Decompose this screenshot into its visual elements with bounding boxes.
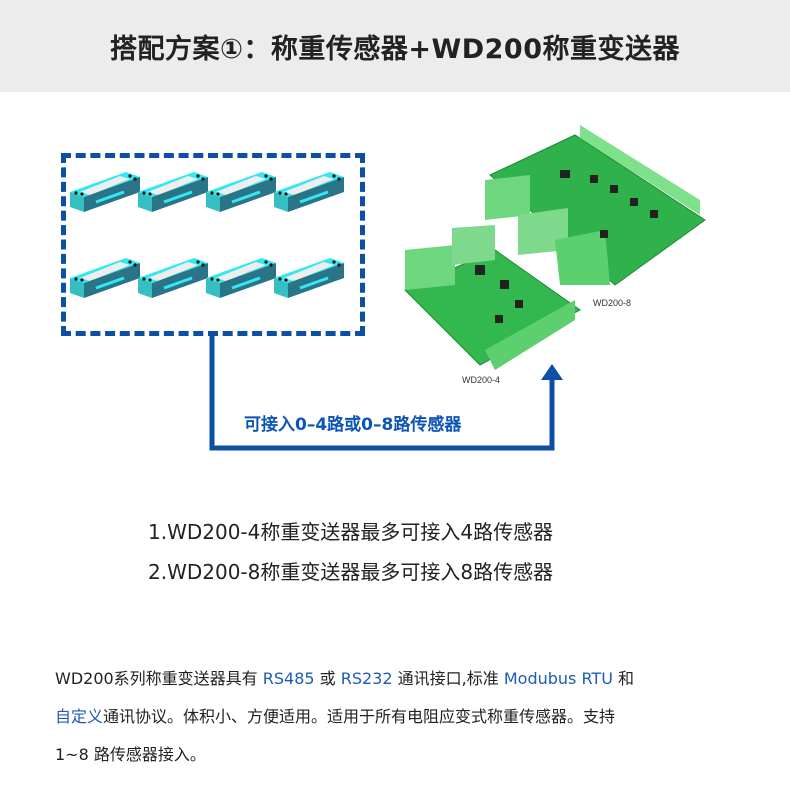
load-cell-icon [70,258,140,298]
header: 搭配方案①：称重传感器+WD200称重变送器 [0,0,790,92]
wd200-8-label: WD200-8 [593,298,632,308]
note-item: 1.WD200-4称重变送器最多可接入4路传感器 [148,520,554,544]
wd200-8-board [485,125,706,286]
wd200-4-label: WD200-4 [462,375,501,385]
desc-text: 通讯接口,标准 [392,669,504,688]
load-cell-icon [206,258,276,298]
load-cell-icon [70,172,140,212]
custom-protocol-highlight: 自定义 [55,707,104,726]
wd200-boards-image [404,125,706,370]
desc-text: 或 [314,669,341,688]
modbus-highlight: Modubus RTU [503,669,613,688]
load-cell-sensors [70,172,344,298]
wd200-4-board [404,225,581,370]
note-item: 2.WD200-8称重变送器最多可接入8路传感器 [148,560,554,584]
notes-list: 1.WD200-4称重变送器最多可接入4路传感器 2.WD200-8称重变送器最… [148,512,553,592]
load-cell-icon [138,258,208,298]
load-cell-icon [206,172,276,212]
load-cell-icon [274,258,344,298]
load-cell-icon [138,172,208,212]
description: WD200系列称重变送器具有 RS485 或 RS232 通讯接口,标准 Mod… [55,660,755,774]
desc-text: 通讯协议。体积小、方便适用。适用于所有电阻应变式称重传感器。支持 [103,707,616,726]
sensor-group-box [61,153,365,336]
desc-text: WD200系列称重变送器具有 [55,669,263,688]
connect-label: 可接入0–4路或0–8路传感器 [244,415,462,435]
desc-text: 1~8 路传感器接入。 [55,745,206,764]
rs485-highlight: RS485 [262,669,315,688]
page-title: 搭配方案①：称重传感器+WD200称重变送器 [109,33,681,65]
load-cell-icon [274,172,344,212]
desc-text: 和 [612,669,634,688]
rs232-highlight: RS232 [340,669,393,688]
